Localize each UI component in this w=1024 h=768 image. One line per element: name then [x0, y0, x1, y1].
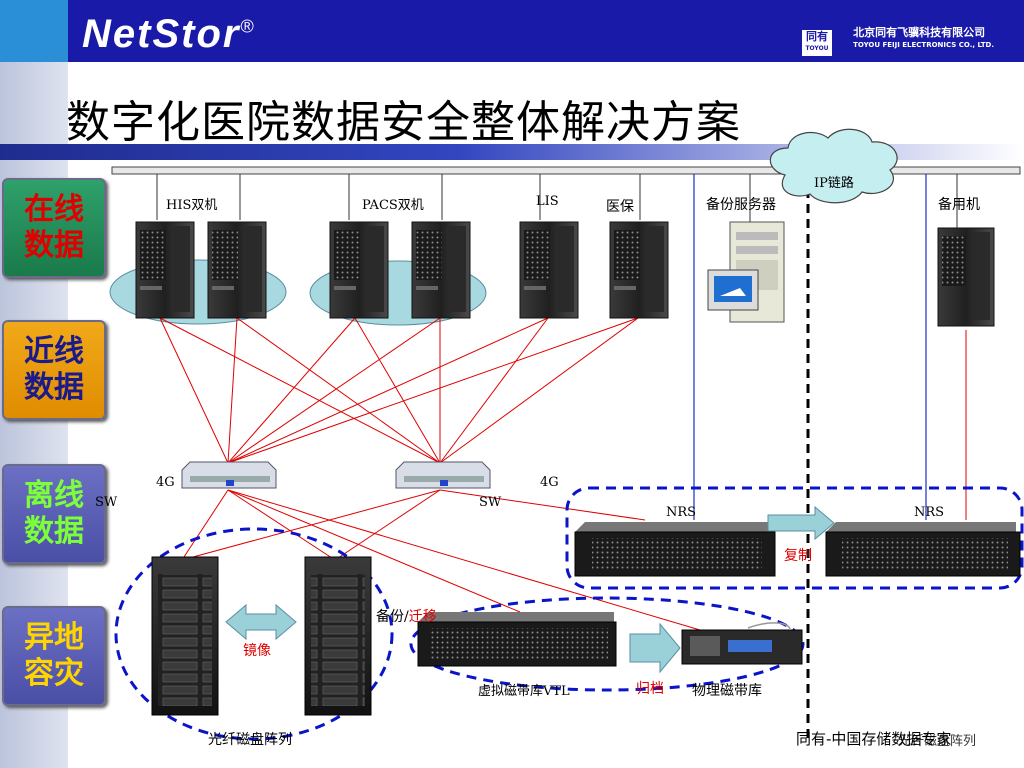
nav-offline-data[interactable]: 离线数据	[2, 464, 106, 564]
server-icon	[329, 221, 389, 319]
backbone-line	[111, 166, 1021, 175]
nav-dr-line2: 容灾	[24, 656, 84, 691]
company-mark-en: TOYOU	[805, 45, 829, 52]
switch-icon	[181, 461, 277, 489]
fiber-links	[159, 317, 967, 631]
ip-link-label: IP链路	[814, 176, 854, 191]
nrs2-label: NRS	[914, 505, 945, 520]
nav-offline-line1: 离线	[24, 478, 84, 513]
nrs-storage-icon	[825, 522, 1021, 577]
nrs1-label: NRS	[666, 505, 697, 520]
switch1-speed-label: 4G	[156, 475, 175, 490]
tape-library-label: 物理磁带库	[692, 683, 762, 699]
company-name-en: TOYOU FEIJI ELECTRONICS CO., LTD.	[853, 41, 994, 49]
vtl-label: 虚拟磁带库VTL	[478, 684, 570, 699]
mirror-label: 镜像	[243, 643, 271, 659]
page-title: 数字化医院数据安全整体解决方案	[66, 97, 741, 148]
nav-online-line2: 数据	[24, 228, 84, 263]
server-icon	[411, 221, 471, 319]
fc-array-label: 光纤磁盘阵列	[208, 732, 292, 748]
server-icon	[519, 221, 579, 319]
registered-mark: ®	[240, 16, 256, 37]
vtl-group	[409, 596, 805, 692]
lis-label: LIS	[536, 194, 559, 209]
pacs-label: PACS双机	[362, 198, 424, 213]
title-divider-bar	[0, 144, 1024, 160]
ip-link-cloud-icon	[769, 128, 898, 204]
header-corner	[0, 0, 68, 62]
disk-array-icon	[304, 556, 372, 716]
logo-text: NetStor	[82, 12, 241, 56]
migrate-label: 迁移	[408, 609, 437, 625]
vtl-icon	[417, 612, 617, 667]
yibao-label: 医保	[606, 199, 634, 215]
standby-label: 备用机	[938, 197, 980, 213]
blue-links	[693, 174, 927, 520]
nav-dr-line1: 异地	[24, 620, 84, 655]
archive-label: 归档	[636, 681, 664, 697]
replicate-label: 复制	[784, 548, 812, 564]
his-label: HIS双机	[166, 198, 218, 213]
nrs-storage-icon	[574, 522, 776, 577]
server-icon	[609, 221, 669, 319]
nav-nearline-data[interactable]: 近线数据	[2, 320, 106, 420]
nav-disaster-recovery[interactable]: 异地容灾	[2, 606, 106, 706]
nav-nearline-line1: 近线	[24, 334, 84, 369]
fc-array-group	[114, 527, 394, 741]
switch2-speed-label: 4G	[540, 475, 559, 490]
server-drops	[156, 174, 958, 228]
switch1-name-label: SW	[95, 495, 118, 510]
backup-server-label: 备份服务器	[706, 197, 776, 213]
switch-icon	[395, 461, 491, 489]
mirror-arrow-icon	[225, 603, 297, 641]
nrs-group	[565, 486, 1024, 590]
server-icon	[135, 221, 195, 319]
fc-array-overlap-label: 光纤磁盘阵列	[898, 734, 977, 749]
header-bar	[0, 0, 1024, 62]
replicate-arrow-icon	[767, 505, 835, 541]
tape-library-icon	[681, 622, 803, 665]
nav-nearline-line2: 数据	[24, 370, 84, 405]
nav-online-data[interactable]: 在线数据	[2, 178, 106, 278]
nav-online-line1: 在线	[24, 192, 84, 227]
footer-slogan: 同有-中国存储数据专家	[796, 730, 952, 748]
backup-migrate-label: 备份/	[376, 609, 409, 625]
company-name-cn: 北京同有飞骥科技有限公司	[853, 26, 986, 39]
nav-offline-line2: 数据	[24, 514, 84, 549]
backup-server-icon	[707, 221, 785, 323]
company-mark-cn: 同有	[806, 30, 828, 43]
server-icon	[207, 221, 267, 319]
netstor-logo: NetStor®	[82, 12, 256, 57]
server-icon	[937, 227, 995, 327]
switch2-name-label: SW	[479, 495, 502, 510]
disk-array-icon	[151, 556, 219, 716]
archive-arrow-icon	[629, 622, 681, 674]
company-name: 北京同有飞骥科技有限公司 TOYOU FEIJI ELECTRONICS CO.…	[853, 26, 994, 52]
company-logo-icon: 同有 TOYOU	[802, 30, 832, 56]
